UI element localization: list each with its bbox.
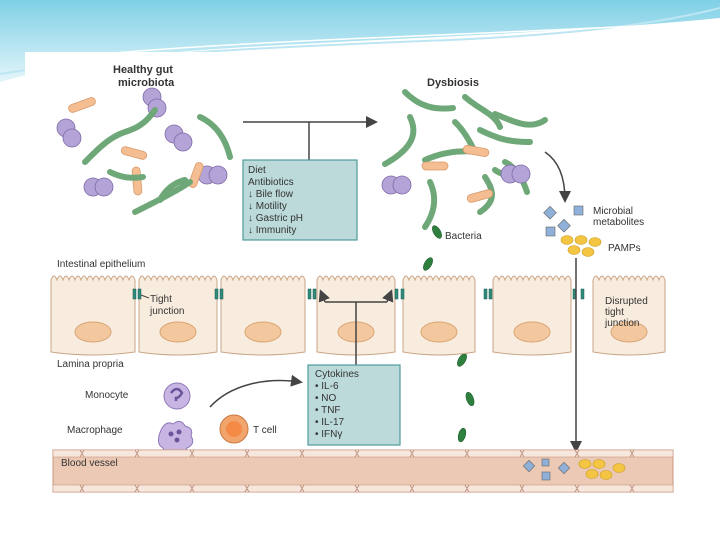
factor-item: Diet xyxy=(248,165,266,176)
cytokine-item: • TNF xyxy=(315,405,341,416)
healthy-title-line2: microbiota xyxy=(118,77,175,89)
green-chain-bacteria xyxy=(82,107,233,215)
tight-junction xyxy=(214,288,224,300)
tight-junction xyxy=(132,288,142,300)
bacterium xyxy=(457,353,467,367)
disrupted-junction-label-line1: Disrupted xyxy=(605,296,648,307)
tight-junction xyxy=(394,288,405,300)
bacteria-label: Bacteria xyxy=(445,231,482,242)
cytokine-item: • NO xyxy=(315,393,337,404)
disrupted-junction-label-line3: junction xyxy=(604,318,639,329)
epithelial-cell xyxy=(492,275,572,356)
bacterium xyxy=(457,427,467,443)
factors-box: Diet Antibiotics ↓ Bile flow ↓ Motility … xyxy=(242,159,358,241)
t-cell-label: T cell xyxy=(253,425,277,436)
healthy-microbiota-cluster xyxy=(56,87,233,215)
tight-junctions xyxy=(132,288,585,300)
factor-item: ↓ Bile flow xyxy=(248,189,294,200)
blood-vessel: Blood vessel xyxy=(52,449,674,493)
bacterium xyxy=(423,257,433,271)
arrow-left xyxy=(318,289,330,303)
intestinal-epithelium-label: Intestinal epithelium xyxy=(57,259,145,270)
factor-item: ↓ Immunity xyxy=(248,225,296,236)
cytokines-title: Cytokines xyxy=(315,369,359,380)
gut-dysbiosis-figure: Healthy gut microbiota Dysbiosis xyxy=(25,52,697,498)
pamps-label: PAMPs xyxy=(608,243,641,254)
swoosh-line-2 xyxy=(79,21,720,57)
monocyte-label: Monocyte xyxy=(85,390,129,401)
factor-item: Antibiotics xyxy=(248,177,294,188)
vessel-pamps xyxy=(578,459,626,480)
top-swoosh xyxy=(0,0,720,82)
macrophage xyxy=(157,420,194,454)
cytokine-item: • IFNγ xyxy=(315,429,342,440)
dysbiosis-microbiota-cluster xyxy=(381,89,548,230)
arrow-right xyxy=(382,289,394,303)
purple-cocci xyxy=(56,87,228,197)
epithelial-cell xyxy=(592,275,666,356)
tight-junction xyxy=(307,288,317,300)
monocyte xyxy=(163,382,191,410)
dysbiosis-title: Dysbiosis xyxy=(427,77,479,89)
vessel-metabolites xyxy=(522,458,571,481)
macrophage-label: Macrophage xyxy=(67,425,123,436)
bacterium xyxy=(432,225,442,239)
disrupted-junction xyxy=(572,288,585,300)
t-cell xyxy=(219,414,249,444)
epithelial-cell xyxy=(220,275,306,356)
dysbiosis-rods xyxy=(421,145,494,203)
cytokine-item: • IL-6 xyxy=(315,381,339,392)
rod-bacteria xyxy=(68,97,204,196)
epithelial-cell xyxy=(402,275,476,356)
cytokines-to-junctions-arrow xyxy=(325,301,387,365)
lamina-propria-label: Lamina propria xyxy=(57,359,124,370)
vessel-wall-marks xyxy=(79,449,635,493)
microbial-metabolites: Microbial metabolites PAMPs xyxy=(543,205,644,257)
pamp-particles xyxy=(560,235,602,257)
disrupted-junction-label-line2: tight xyxy=(605,307,624,318)
tight-junction-label-line1: Tight xyxy=(150,294,172,305)
dysbiosis-to-metabolites-arrow xyxy=(544,151,571,203)
tight-junction-label-line2: junction xyxy=(149,306,184,317)
cytokine-item: • IL-17 xyxy=(315,417,345,428)
immune-to-cytokines-arrow xyxy=(209,374,303,408)
microbial-metabolites-label-line1: Microbial xyxy=(593,206,633,217)
microbial-metabolites-label-line2: metabolites xyxy=(593,217,644,228)
epithelial-cell xyxy=(138,275,218,356)
healthy-title-line1: Healthy gut xyxy=(113,64,173,76)
factor-item: ↓ Gastric pH xyxy=(248,213,303,224)
blood-vessel-label: Blood vessel xyxy=(61,458,118,469)
cytokines-box: Cytokines • IL-6 • NO • TNF • IL-17 • IF… xyxy=(307,364,401,446)
dysbiosis-cocci xyxy=(381,164,531,195)
bacterium xyxy=(465,392,475,406)
epithelial-cells xyxy=(50,275,666,356)
metabolite-shapes xyxy=(543,205,584,237)
disrupted-junction xyxy=(483,288,493,300)
epithelial-cell xyxy=(50,275,136,356)
tight-junction-pointer xyxy=(140,294,150,299)
factor-item: ↓ Motility xyxy=(248,201,287,212)
